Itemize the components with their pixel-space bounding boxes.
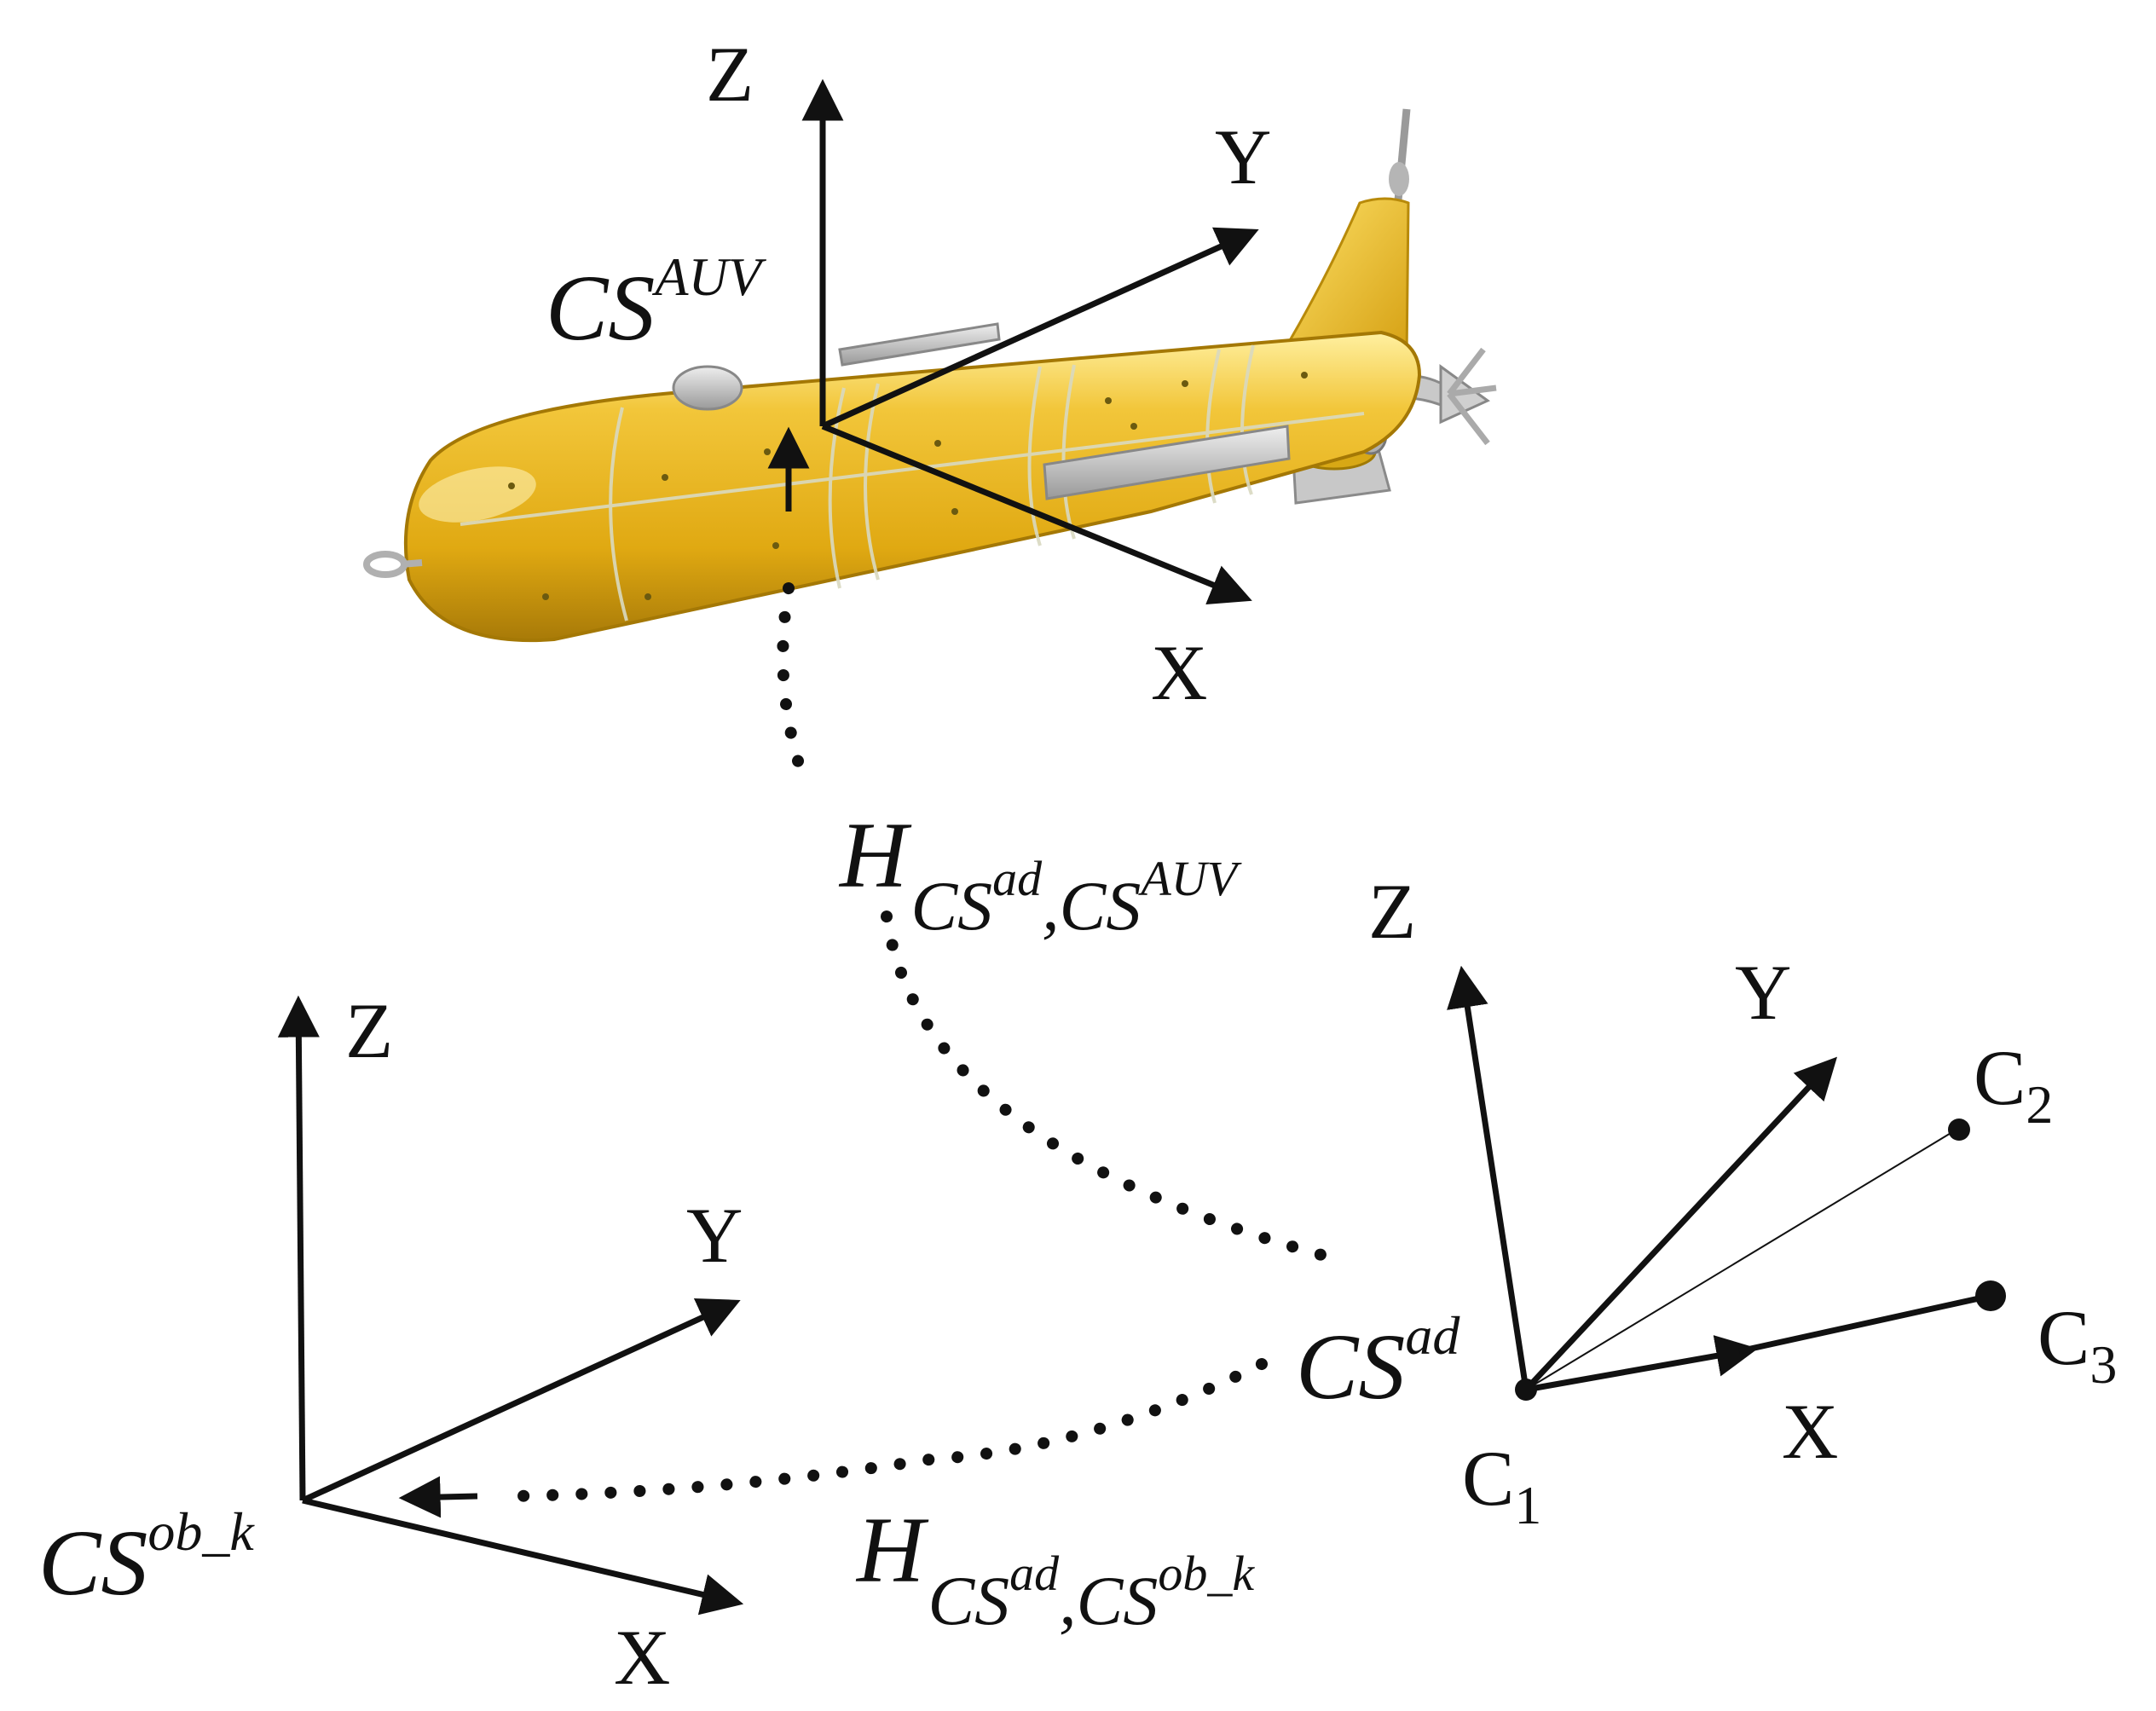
auv-x-label: X: [1151, 629, 1207, 716]
ad-frame-label: CSad: [1296, 1305, 1460, 1419]
ob-x-axis: [302, 1497, 744, 1616]
ad-x-axis: [1525, 1335, 1759, 1393]
ad-x-label: X: [1782, 1388, 1838, 1475]
auv-frame: Z Y X CSAUV: [546, 31, 1271, 716]
auv-x-axis: [821, 423, 1252, 605]
ob-z-axis: [277, 995, 320, 1501]
ob-frame-label: CSob_k: [38, 1501, 255, 1615]
ad-y-label: Y: [1735, 949, 1791, 1036]
transform-arc-ad-auv-lower: [881, 910, 1353, 1268]
transform-arc-ad-ob: [506, 1358, 1268, 1502]
ad-c1-c2-line: [1525, 1129, 1957, 1390]
transform-label-ad-ob: HCSad,CSob_k: [855, 1498, 1255, 1639]
auv-frame-label: CSAUV: [546, 246, 767, 360]
ob-y-label: Y: [686, 1192, 743, 1279]
auv-vehicle: [363, 108, 1497, 643]
ob-z-label: Z: [345, 987, 393, 1074]
ob-y-axis: [301, 1298, 741, 1504]
auv-z-label: Z: [706, 31, 754, 118]
point-c1-label: C1: [1462, 1435, 1541, 1535]
transform-label-ad-auv: HCSad,CSAUV: [838, 803, 1243, 945]
obstacle-frame: Z Y X CSob_k: [38, 987, 744, 1701]
point-c2-label: C2: [1974, 1034, 2053, 1135]
transform-arc-ad-ob-arrow: [398, 1476, 478, 1518]
point-c3-label: C3: [2038, 1294, 2117, 1395]
point-c3: [1975, 1280, 2006, 1311]
point-c1: [1515, 1379, 1537, 1401]
ob-x-label: X: [614, 1614, 670, 1701]
ad-y-axis: [1523, 1056, 1838, 1392]
point-c2: [1948, 1119, 1970, 1141]
ad-z-axis: [1447, 965, 1529, 1390]
auv-y-label: Y: [1215, 113, 1271, 200]
auv-hull: [403, 330, 1422, 643]
ad-c1-c3-line: [1738, 1292, 1991, 1355]
ad-z-label: Z: [1368, 868, 1416, 955]
auv-y-axis: [821, 227, 1259, 430]
transform-arc-ad-auv-upper: [777, 582, 812, 790]
ad-frame: Z Y X CSad C1 C2 C3: [1296, 868, 2117, 1535]
